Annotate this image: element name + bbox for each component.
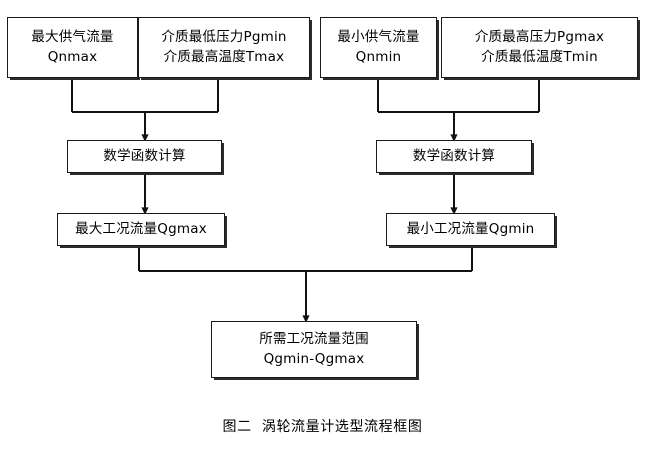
figure-caption: 图二 涡轮流量计选型流程框图 [222,419,423,435]
node-max-supply-flow-line2: Qnmax [47,48,98,65]
node-max-supply-flow[interactable]: 最大供气流量 Qnmax [7,17,138,78]
node-math-calc-right[interactable]: 数学函数计算 [376,140,532,173]
node-required-flow-range-line1: 所需工况流量范围 [259,330,369,347]
node-min-pressure-max-temp-line2: 介质最高温度Tmax [163,48,285,65]
node-max-pressure-min-temp-line2: 介质最低温度Tmin [481,48,598,65]
node-min-working-flow-label: 最小工况流量Qgmin [406,220,535,237]
node-math-calc-left-label: 数学函数计算 [103,147,186,164]
node-min-pressure-max-temp[interactable]: 介质最低压力Pgmin 介质最高温度Tmax [138,17,310,78]
node-max-working-flow-label: 最大工况流量Qgmax [75,220,207,237]
node-max-pressure-min-temp-line1: 介质最高压力Pgmax [474,28,605,45]
node-min-pressure-max-temp-line1: 介质最低压力Pgmin [161,28,287,45]
node-max-working-flow[interactable]: 最大工况流量Qgmax [57,213,225,246]
node-math-calc-left[interactable]: 数学函数计算 [67,140,222,173]
node-max-supply-flow-line1: 最大供气流量 [31,28,114,45]
node-min-supply-flow-line1: 最小供气流量 [337,28,420,45]
node-max-pressure-min-temp[interactable]: 介质最高压力Pgmax 介质最低温度Tmin [441,17,638,78]
node-min-supply-flow[interactable]: 最小供气流量 Qnmin [320,17,437,78]
node-required-flow-range[interactable]: 所需工况流量范围 Qgmin-Qgmax [211,321,417,378]
node-required-flow-range-line2: Qgmin-Qgmax [263,350,365,367]
node-math-calc-right-label: 数学函数计算 [412,147,496,164]
node-min-working-flow[interactable]: 最小工况流量Qgmin [386,213,555,246]
node-min-supply-flow-line2: Qnmin [355,48,402,65]
